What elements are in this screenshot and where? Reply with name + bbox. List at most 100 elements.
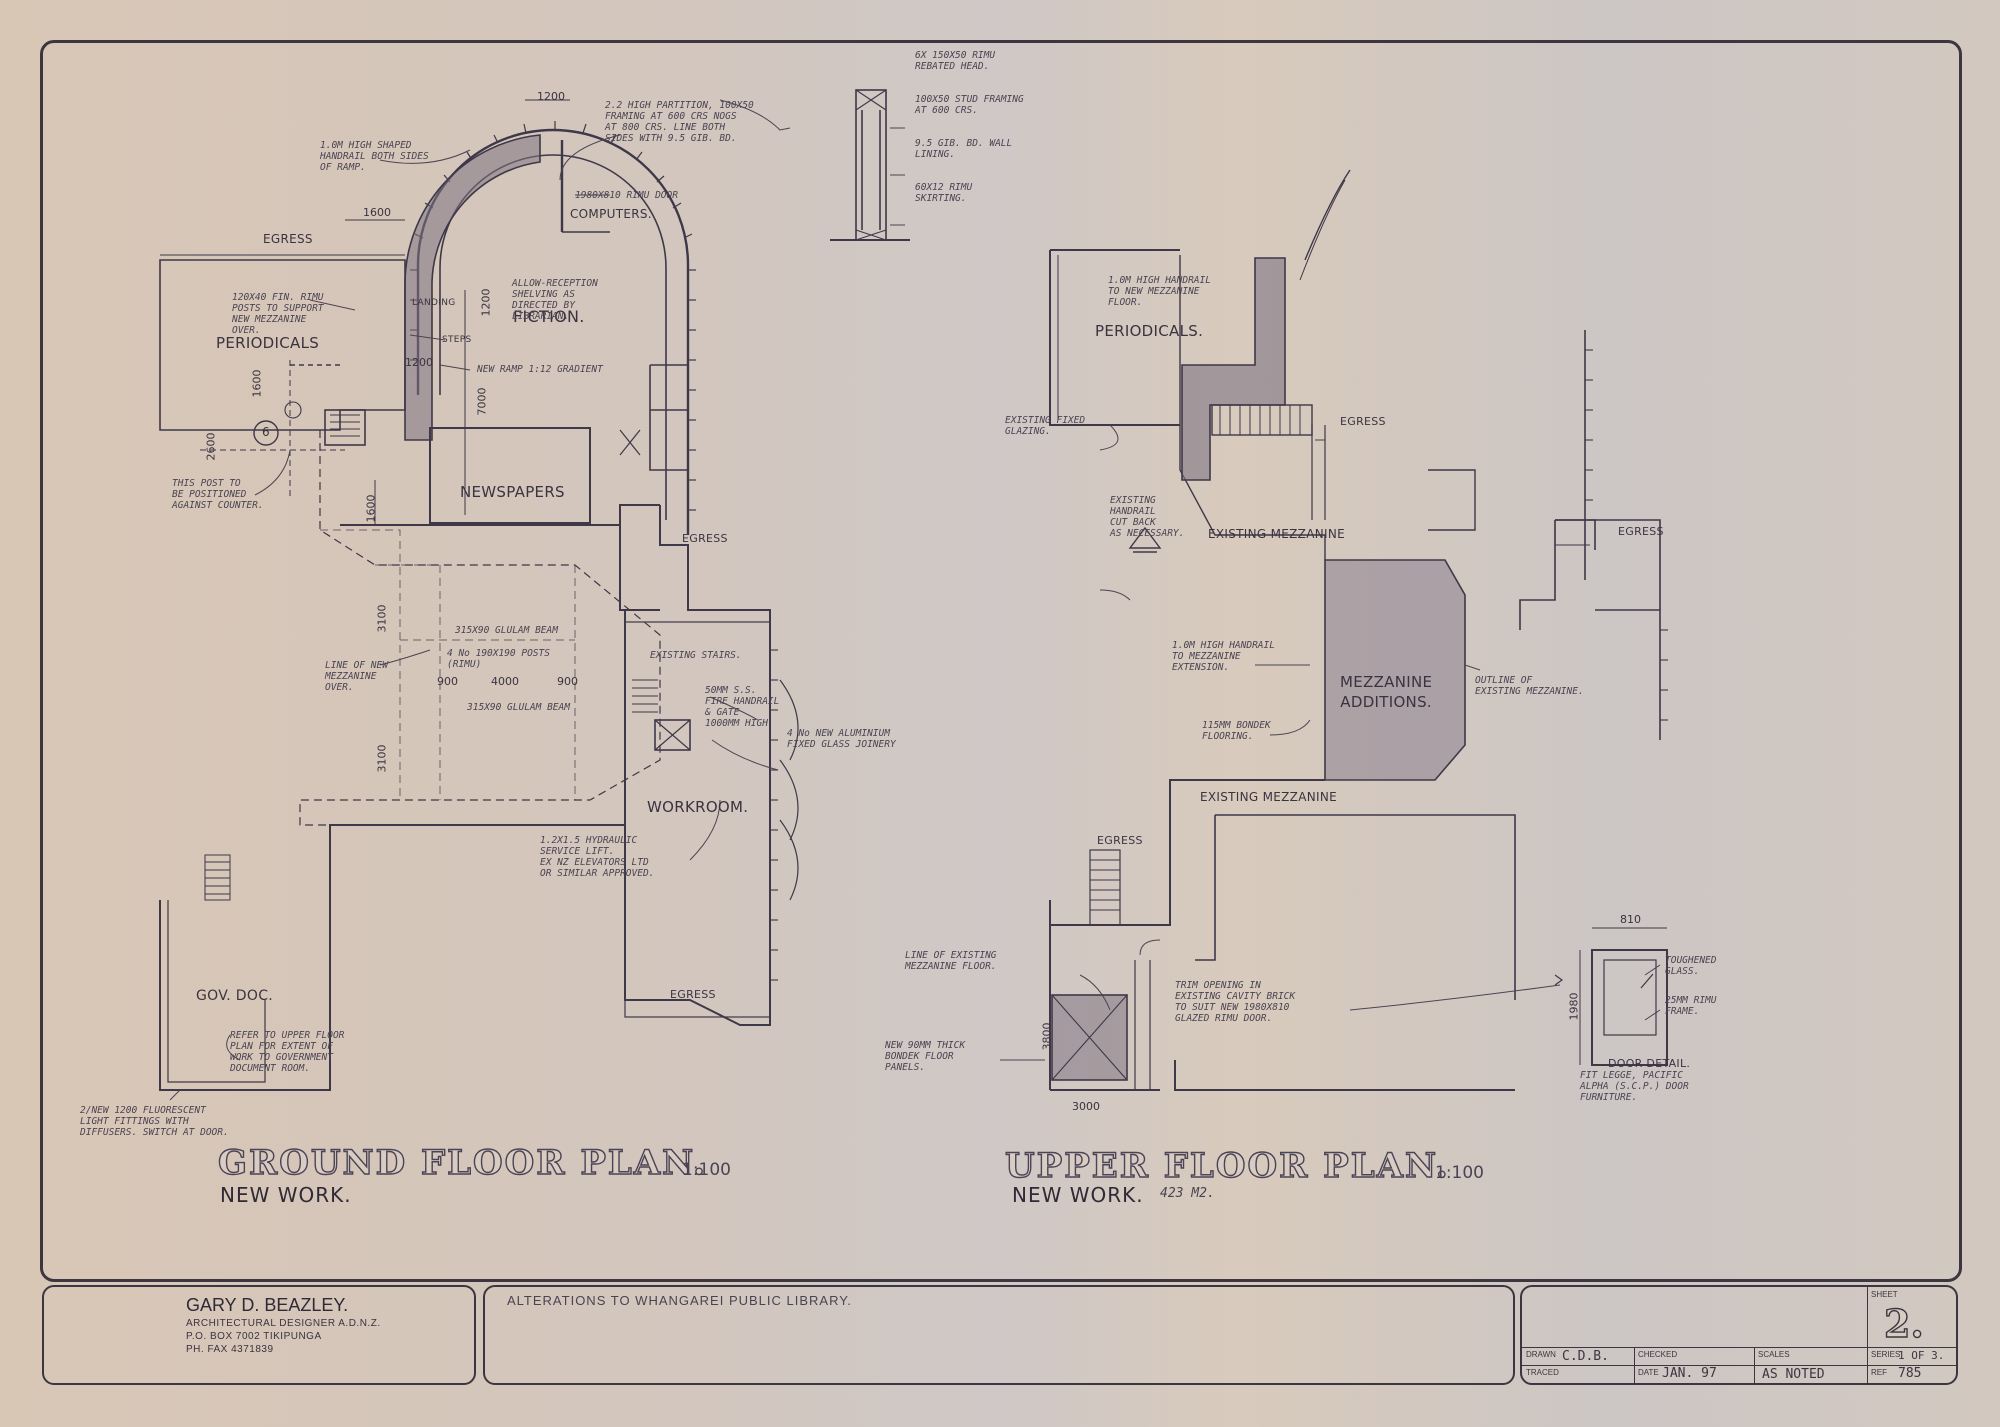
room-newspapers: NEWSPAPERS xyxy=(460,483,565,501)
dim-1200-landing: 1200 xyxy=(405,356,433,369)
upper-floor-title: UPPER FLOOR PLAN. xyxy=(1004,1145,1450,1186)
upper-floor-area: 423 M2. xyxy=(1160,1186,1215,1201)
note-glazing: EXISTING FIXED GLAZING. xyxy=(1005,415,1086,437)
project-box: ALTERATIONS TO WHANGAREI PUBLIC LIBRARY. xyxy=(483,1285,1515,1385)
dim-3100-b: 3100 xyxy=(375,744,389,773)
landing-label: LANDING xyxy=(412,298,456,308)
note-rimu-frame: 25MM RIMU FRAME. xyxy=(1665,995,1717,1017)
note-existing-stairs: EXISTING STAIRS. xyxy=(650,650,742,661)
note-toughened-glass: TOUGHENED GLASS. xyxy=(1665,955,1717,977)
mezzanine-additions xyxy=(1324,559,1466,781)
scales-label: SCALES xyxy=(1758,1350,1790,1359)
note-handrail-mezz: 1.0M HIGH HANDRAIL TO NEW MEZZANINE FLOO… xyxy=(1108,275,1211,308)
egress-label: EGRESS xyxy=(1097,834,1143,847)
dim-1200-vert: 1200 xyxy=(479,288,493,317)
note-line-existing: LINE OF EXISTING MEZZANINE FLOOR. xyxy=(905,950,997,972)
dim-1600-top: 1600 xyxy=(363,206,391,219)
dim-1200-top: 1200 xyxy=(537,90,565,103)
drawing-frame xyxy=(40,40,1962,1282)
door-detail-note: FIT LEGGE, PACIFIC ALPHA (S.C.P.) DOOR F… xyxy=(1580,1070,1689,1103)
note-flooring: 115MM BONDEK FLOORING. xyxy=(1202,720,1271,742)
steps-label: STEPS xyxy=(442,335,472,345)
room-fiction: FICTION. xyxy=(513,307,585,326)
info-box: DRAWN C.D.B. CHECKED SCALES AS NOTED TRA… xyxy=(1520,1285,1958,1385)
egress-label: EGRESS xyxy=(670,988,716,1001)
grid-marker: 6 xyxy=(262,425,270,439)
designer-phone: PH. FAX 4371839 xyxy=(186,1344,274,1355)
dim-1600-left: 1600 xyxy=(250,369,264,398)
dim-900-a: 900 xyxy=(437,675,458,688)
note-bondek: NEW 90MM THICK BONDEK FLOOR PANELS. xyxy=(885,1040,966,1073)
upper-right-ticks xyxy=(1585,349,1668,721)
note-shelving: ALLOW-RECEPTION SHELVING AS DIRECTED BY … xyxy=(512,278,598,322)
drawn-label: DRAWN xyxy=(1526,1350,1556,1359)
note-outline: OUTLINE OF EXISTING MEZZANINE. xyxy=(1475,675,1584,697)
egress-label: EGRESS xyxy=(1340,415,1386,428)
project-title: ALTERATIONS TO WHANGAREI PUBLIC LIBRARY. xyxy=(507,1293,852,1308)
note-partition: 2.2 HIGH PARTITION, 100X50 FRAMING AT 60… xyxy=(605,100,754,144)
dim-3100-a: 3100 xyxy=(375,604,389,633)
designer-address: P.O. BOX 7002 TIKIPUNGA xyxy=(186,1331,322,1342)
traced-label: TRACED xyxy=(1526,1368,1559,1377)
door-height-dim: 1980 xyxy=(1567,992,1581,1021)
note-ss-handrail: 50MM S.S. FIRE HANDRAIL & GATE 1000MM HI… xyxy=(705,685,780,729)
ground-floor-scale: 1:100 xyxy=(682,1160,731,1180)
room-periodicals-upper: PERIODICALS. xyxy=(1095,322,1204,340)
sheet-number: 2. xyxy=(1883,1300,1924,1346)
sheet-label: SHEET xyxy=(1871,1290,1898,1299)
room-workroom: WORKROOM. xyxy=(647,798,749,816)
checked-label: CHECKED xyxy=(1638,1350,1678,1359)
note-ramp: NEW RAMP 1:12 GRADIENT xyxy=(477,364,603,375)
note-gov-doc: REFER TO UPPER FLOOR PLAN FOR EXTENT OF … xyxy=(230,1030,345,1074)
note-lights: 2/NEW 1200 FLUORESCENT LIGHT FITTINGS WI… xyxy=(80,1105,229,1138)
note-wall-detail: 6X 150X50 RIMU REBATED HEAD. 100X50 STUD… xyxy=(915,50,1024,204)
existing-mezzanine-2: EXISTING MEZZANINE xyxy=(1200,790,1337,804)
dim-4000: 4000 xyxy=(491,675,519,688)
note-mezz-extension: 1.0M HIGH HANDRAIL TO MEZZANINE EXTENSIO… xyxy=(1172,640,1275,673)
upper-floor-subtitle: NEW WORK. xyxy=(1012,1183,1144,1207)
ref-label: REF xyxy=(1871,1368,1887,1377)
dim-3800: 3800 xyxy=(1040,1022,1054,1051)
date-label: DATE xyxy=(1638,1368,1659,1377)
note-aluminium: 4 No NEW ALUMINIUM FIXED GLASS JOINERY xyxy=(787,728,896,750)
room-computers: COMPUTERS. xyxy=(570,207,652,221)
note-trim-opening: TRIM OPENING IN EXISTING CAVITY BRICK TO… xyxy=(1175,980,1296,1024)
dim-3000: 3000 xyxy=(1072,1100,1100,1113)
door-width-dim: 810 xyxy=(1620,913,1641,926)
ground-floor-subtitle: NEW WORK. xyxy=(220,1183,352,1207)
note-post: THIS POST TO BE POSITIONED AGAINST COUNT… xyxy=(172,478,264,511)
room-gov-doc: GOV. DOC. xyxy=(196,988,274,1004)
note-mezz-line: LINE OF NEW MEZZANINE OVER. xyxy=(325,660,388,693)
dim-1600-bottom: 1600 xyxy=(364,494,378,523)
series-value: 1 OF 3. xyxy=(1898,1349,1945,1362)
dim-900-b: 900 xyxy=(557,675,578,688)
scales-value: AS NOTED xyxy=(1762,1367,1825,1382)
note-lift: 1.2X1.5 HYDRAULIC SERVICE LIFT. EX NZ EL… xyxy=(540,835,655,879)
series-label: SERIES xyxy=(1871,1350,1901,1359)
note-beam-bottom: 315X90 GLULAM BEAM xyxy=(467,702,570,713)
note-posts-rimu: 4 No 190X190 POSTS (RIMU) xyxy=(447,648,550,670)
drawn-value: C.D.B. xyxy=(1562,1349,1609,1364)
room-mezzanine-additions: MEZZANINE ADDITIONS. xyxy=(1340,673,1433,711)
note-beam-top: 315X90 GLULAM BEAM xyxy=(455,625,558,636)
upper-floor-scale: 1:100 xyxy=(1435,1163,1484,1183)
dim-7000: 7000 xyxy=(475,387,489,416)
door-detail-title: DOOR DETAIL. xyxy=(1608,1057,1691,1070)
note-fin-posts: 120X40 FIN. RIMU POSTS TO SUPPORT NEW ME… xyxy=(232,292,324,336)
note-existing-handrail: EXISTING HANDRAIL CUT BACK AS NECESSARY. xyxy=(1110,495,1185,539)
date-value: JAN. 97 xyxy=(1662,1366,1717,1381)
ground-floor-title: GROUND FLOOR PLAN. xyxy=(217,1142,707,1183)
ref-value: 785 xyxy=(1898,1366,1922,1381)
designer-title: ARCHITECTURAL DESIGNER A.D.N.Z. xyxy=(186,1318,381,1329)
ramp xyxy=(404,134,541,441)
note-handrail-ramp: 1.0M HIGH SHAPED HANDRAIL BOTH SIDES OF … xyxy=(320,140,429,173)
designer-box: GARY D. BEAZLEY. ARCHITECTURAL DESIGNER … xyxy=(42,1285,476,1385)
existing-mezzanine-1: EXISTING MEZZANINE xyxy=(1208,527,1345,541)
egress-label: EGRESS xyxy=(263,232,313,246)
egress-label: EGRESS xyxy=(682,532,728,545)
dim-2600: 2600 xyxy=(204,432,218,461)
egress-label: EGRESS xyxy=(1618,525,1664,538)
note-rimu-door: 1980X810 RIMU DOOR xyxy=(575,190,678,201)
